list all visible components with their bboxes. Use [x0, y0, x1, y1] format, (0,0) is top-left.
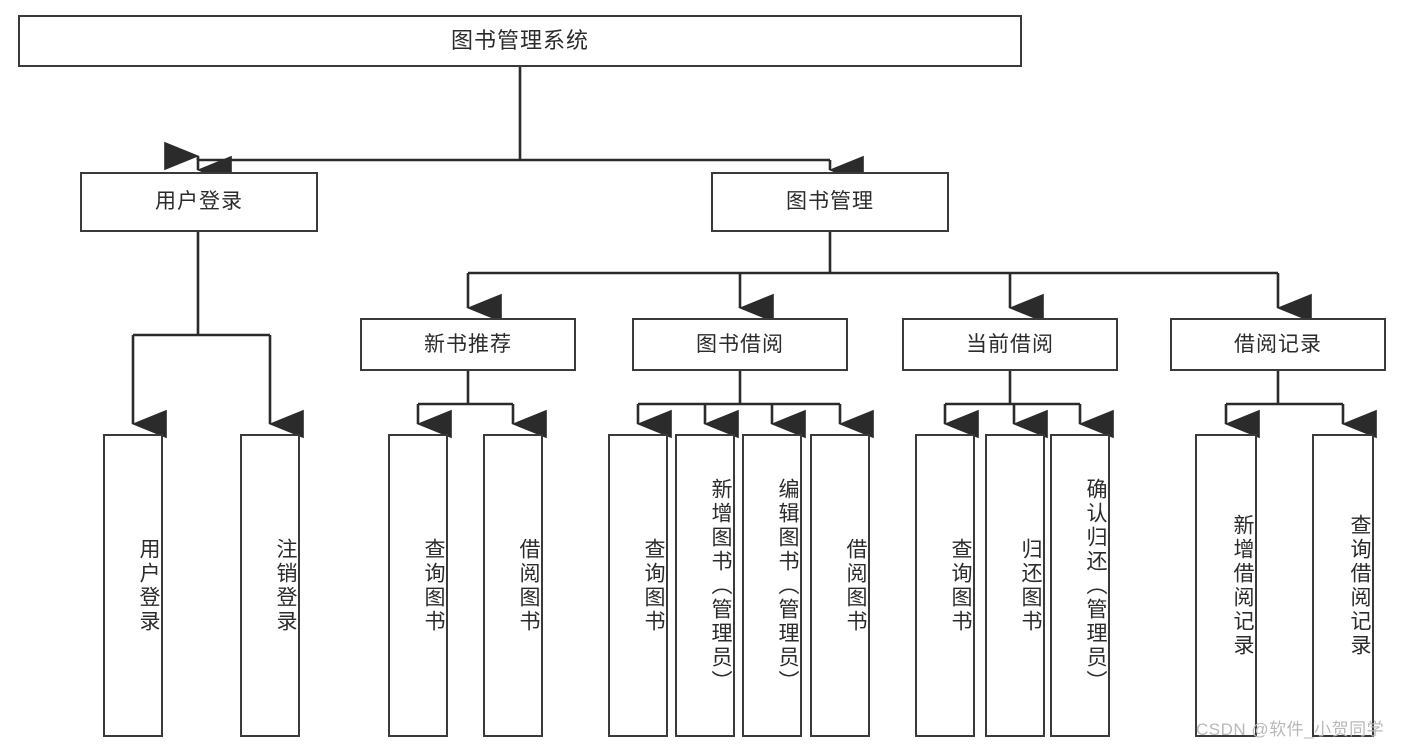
leaf-label: 注销登录 — [274, 537, 297, 634]
leaf-book-borrow-borrow[interactable]: 借阅图书 — [810, 434, 870, 737]
leaf-label: 确认归还（管理员） — [1084, 477, 1107, 694]
leaf-book-borrow-edit[interactable]: 编辑图书（管理员） — [742, 434, 802, 737]
leaf-label: 编辑图书（管理员） — [776, 477, 799, 694]
leaf-user-login-logout[interactable]: 注销登录 — [240, 434, 300, 737]
leaf-book-borrow-query[interactable]: 查询图书 — [608, 434, 668, 737]
leaf-borrow-record-query[interactable]: 查询借阅记录 — [1312, 434, 1374, 737]
node-book-borrow[interactable]: 图书借阅 — [632, 318, 848, 371]
leaf-current-borrow-query[interactable]: 查询图书 — [915, 434, 975, 737]
leaf-user-login-login[interactable]: 用户登录 — [103, 434, 163, 737]
leaf-book-borrow-add[interactable]: 新增图书（管理员） — [675, 434, 735, 737]
leaf-label: 用户登录 — [137, 537, 160, 634]
leaf-borrow-record-add[interactable]: 新增借阅记录 — [1195, 434, 1257, 737]
node-user-login-label: 用户登录 — [155, 190, 243, 214]
leaf-label: 新增借阅记录 — [1231, 513, 1254, 658]
node-root-label: 图书管理系统 — [450, 27, 589, 53]
node-borrow-record-label: 借阅记录 — [1234, 332, 1322, 356]
leaf-label: 归还图书 — [1019, 537, 1042, 634]
node-borrow-record[interactable]: 借阅记录 — [1170, 318, 1386, 371]
node-current-borrow-label: 当前借阅 — [966, 332, 1054, 356]
node-current-borrow[interactable]: 当前借阅 — [902, 318, 1118, 371]
leaf-label: 查询借阅记录 — [1348, 513, 1371, 658]
leaf-new-book-query[interactable]: 查询图书 — [388, 434, 448, 737]
leaf-current-borrow-return[interactable]: 归还图书 — [985, 434, 1045, 737]
leaf-label: 借阅图书 — [844, 537, 867, 634]
leaf-label: 借阅图书 — [517, 537, 540, 634]
leaf-label: 查询图书 — [949, 537, 972, 634]
leaf-label: 查询图书 — [642, 537, 665, 634]
node-new-book-recommend-label: 新书推荐 — [424, 332, 512, 356]
node-book-borrow-label: 图书借阅 — [696, 332, 784, 356]
leaf-current-borrow-confirm-return[interactable]: 确认归还（管理员） — [1050, 434, 1110, 737]
leaf-label: 查询图书 — [422, 537, 445, 634]
node-root-system[interactable]: 图书管理系统 — [18, 15, 1022, 67]
leaf-new-book-borrow[interactable]: 借阅图书 — [483, 434, 543, 737]
leaf-label: 新增图书（管理员） — [709, 477, 732, 694]
node-book-management[interactable]: 图书管理 — [711, 172, 949, 232]
node-user-login[interactable]: 用户登录 — [80, 172, 318, 232]
node-book-management-label: 图书管理 — [786, 190, 874, 214]
node-new-book-recommend[interactable]: 新书推荐 — [360, 318, 576, 371]
